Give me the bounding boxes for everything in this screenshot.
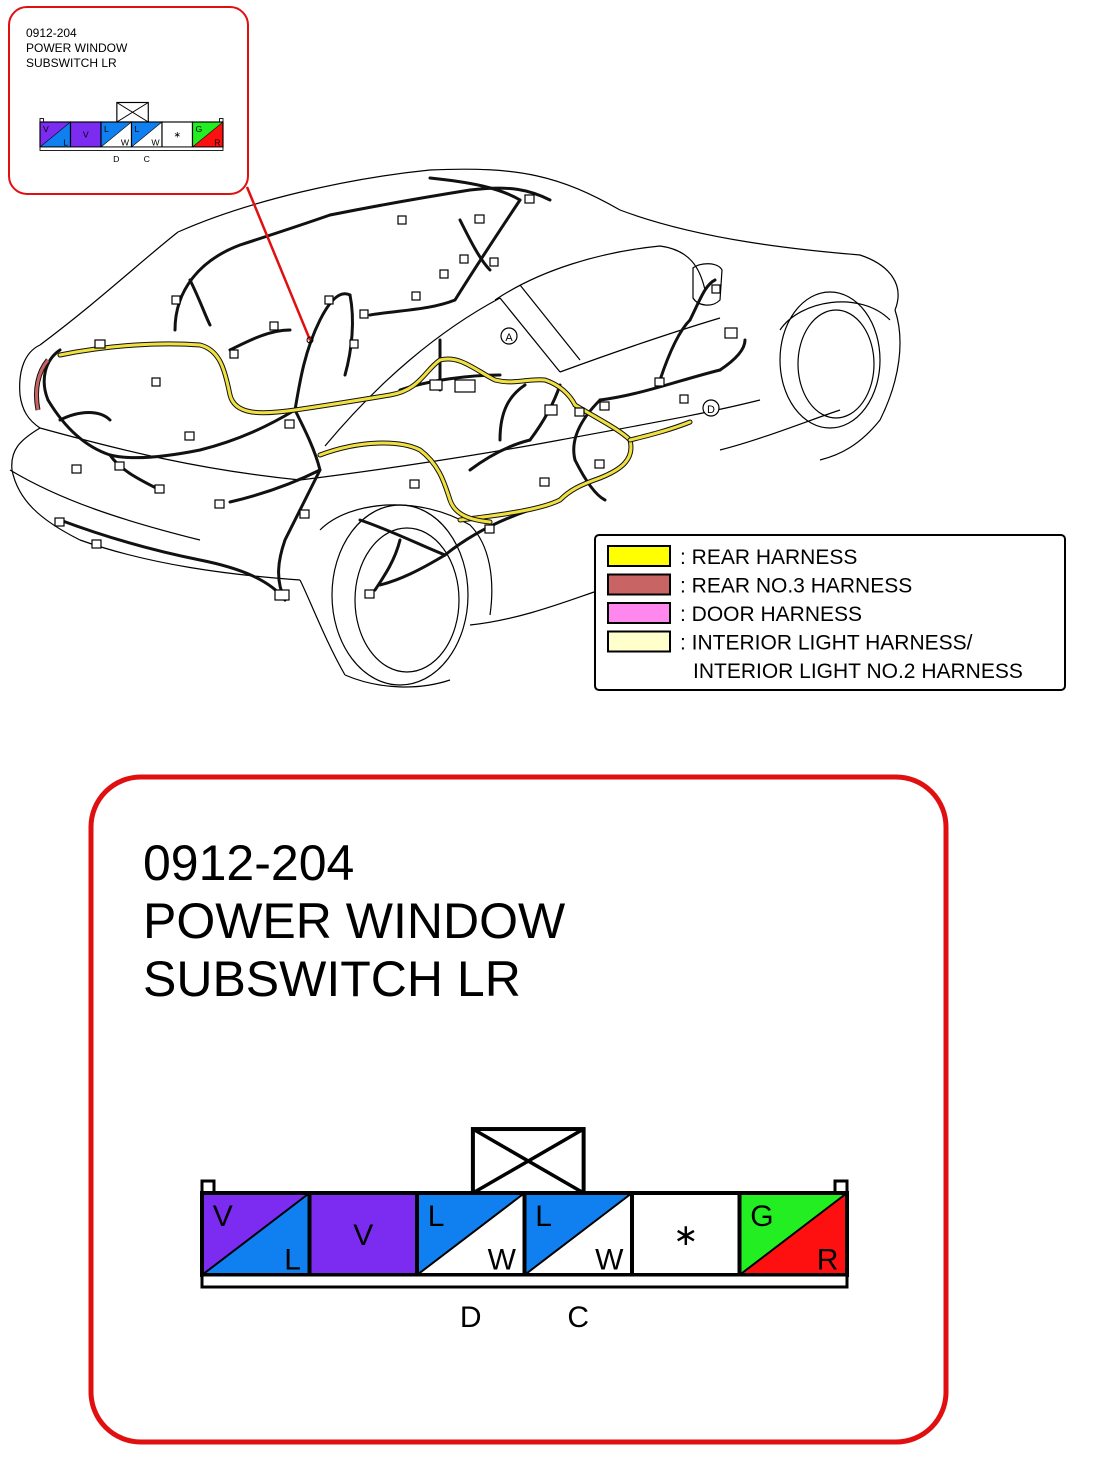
legend-label: : REAR NO.3 HARNESS	[680, 575, 912, 598]
harness-connectors	[54, 194, 738, 601]
pin-label-top: V	[43, 124, 49, 134]
large-connector-callout: 0912-204 POWER WINDOW SUBSWITCH LR VLVLW…	[88, 774, 949, 1445]
pin-label-bottom: R	[214, 137, 220, 147]
connector-pin-3: LW	[100, 121, 133, 148]
connector-lock-cross	[116, 102, 149, 123]
legend-swatch	[607, 630, 671, 653]
pin-label-bottom: L	[63, 137, 68, 147]
connector-pin-2: V	[307, 1191, 419, 1277]
rear-no3-harness-wiring	[33, 358, 50, 411]
connector-pin-3: LW	[415, 1191, 527, 1277]
connector-rail	[200, 1273, 849, 1289]
svg-text:A: A	[505, 332, 513, 344]
pin-label: V	[353, 1219, 373, 1252]
connector-name-line2: SUBSWITCH LR	[143, 951, 521, 1007]
legend-swatch	[607, 602, 671, 624]
pin-label-top: V	[213, 1200, 233, 1233]
small-connector-callout: 0912-204 POWER WINDOW SUBSWITCH LR VLVLW…	[8, 6, 314, 344]
pin-top-fill	[70, 122, 101, 147]
pin-top-fill	[309, 1193, 417, 1275]
legend-item: INTERIOR LIGHT NO.2 HARNESS	[693, 660, 1023, 683]
connector-pin-6: GR	[191, 121, 224, 148]
pin-label: ∗	[174, 130, 181, 140]
pin-divider	[201, 1192, 311, 1276]
pin-label-bottom: W	[121, 137, 130, 147]
pin-top-fill	[162, 122, 193, 147]
pin-divider	[738, 1192, 848, 1276]
pin-divider	[131, 121, 163, 148]
connector-lock-cross	[472, 1127, 585, 1195]
pin-label-top: G	[750, 1200, 773, 1233]
pin-label: V	[83, 130, 89, 140]
marker-a: A	[500, 327, 518, 345]
legend-item: : INTERIOR LIGHT HARNESS/	[607, 630, 973, 655]
callout-leader-line	[245, 186, 312, 341]
connector-pin-4: LW	[130, 121, 163, 148]
pin-label-top: L	[135, 124, 140, 134]
svg-text:D: D	[707, 404, 715, 416]
small-connector-code: 0912-204	[26, 26, 77, 40]
small-connector-name-line2: SUBSWITCH LR	[26, 56, 117, 70]
pin-label-bottom: W	[151, 137, 160, 147]
rear-harness-wiring	[57, 341, 693, 525]
harness-legend: : REAR HARNESS : REAR NO.3 HARNESS : DOOR …	[594, 534, 1066, 691]
connector-rail	[39, 146, 224, 151]
connector-pin-4: LW	[522, 1191, 634, 1277]
marker-d: D	[702, 399, 720, 417]
legend-swatch	[607, 573, 671, 596]
pin-label-bottom: W	[595, 1243, 624, 1276]
pin-divider	[100, 121, 132, 148]
small-connector-name-line1: POWER WINDOW	[26, 41, 128, 55]
connector-pin-1: VL	[39, 121, 72, 148]
terminal-label: D	[113, 154, 119, 164]
pin-label-top: L	[428, 1200, 445, 1233]
pin-label-bottom: L	[284, 1243, 301, 1276]
legend-label: : DOOR HARNESS	[680, 603, 862, 626]
legend-swatch	[607, 545, 671, 567]
connector-pin-1: VL	[200, 1191, 312, 1277]
connector-pin-2: V	[69, 121, 102, 148]
legend-item: : REAR HARNESS	[607, 545, 857, 569]
pin-divider	[523, 1192, 633, 1276]
connector-pin-5: ∗	[161, 121, 194, 148]
legend-label: : INTERIOR LIGHT HARNESS/	[680, 632, 973, 655]
legend-label: INTERIOR LIGHT NO.2 HARNESS	[693, 660, 1023, 683]
pin-label-bottom: R	[817, 1243, 839, 1276]
pin-divider	[192, 121, 224, 148]
pin-label: ∗	[673, 1219, 698, 1252]
pin-label-top: L	[535, 1200, 552, 1233]
pin-label-bottom: W	[488, 1243, 517, 1276]
pin-divider	[416, 1192, 526, 1276]
pin-divider	[39, 121, 71, 148]
connector-pin-6: GR	[737, 1191, 849, 1277]
pin-top-fill	[632, 1193, 740, 1275]
terminal-label: D	[460, 1301, 482, 1334]
terminal-label: C	[144, 154, 150, 164]
connector-pin-5: ∗	[630, 1191, 742, 1277]
connector-code: 0912-204	[143, 835, 354, 891]
legend-label: : REAR HARNESS	[680, 546, 857, 569]
connector-name-line1: POWER WINDOW	[143, 893, 566, 949]
car-outline	[9, 168, 901, 688]
legend-item: : DOOR HARNESS	[607, 602, 862, 626]
legend-item: : REAR NO.3 HARNESS	[607, 573, 912, 598]
terminal-label: C	[567, 1301, 589, 1334]
pin-label-top: G	[196, 124, 203, 134]
pin-label-top: L	[104, 124, 109, 134]
